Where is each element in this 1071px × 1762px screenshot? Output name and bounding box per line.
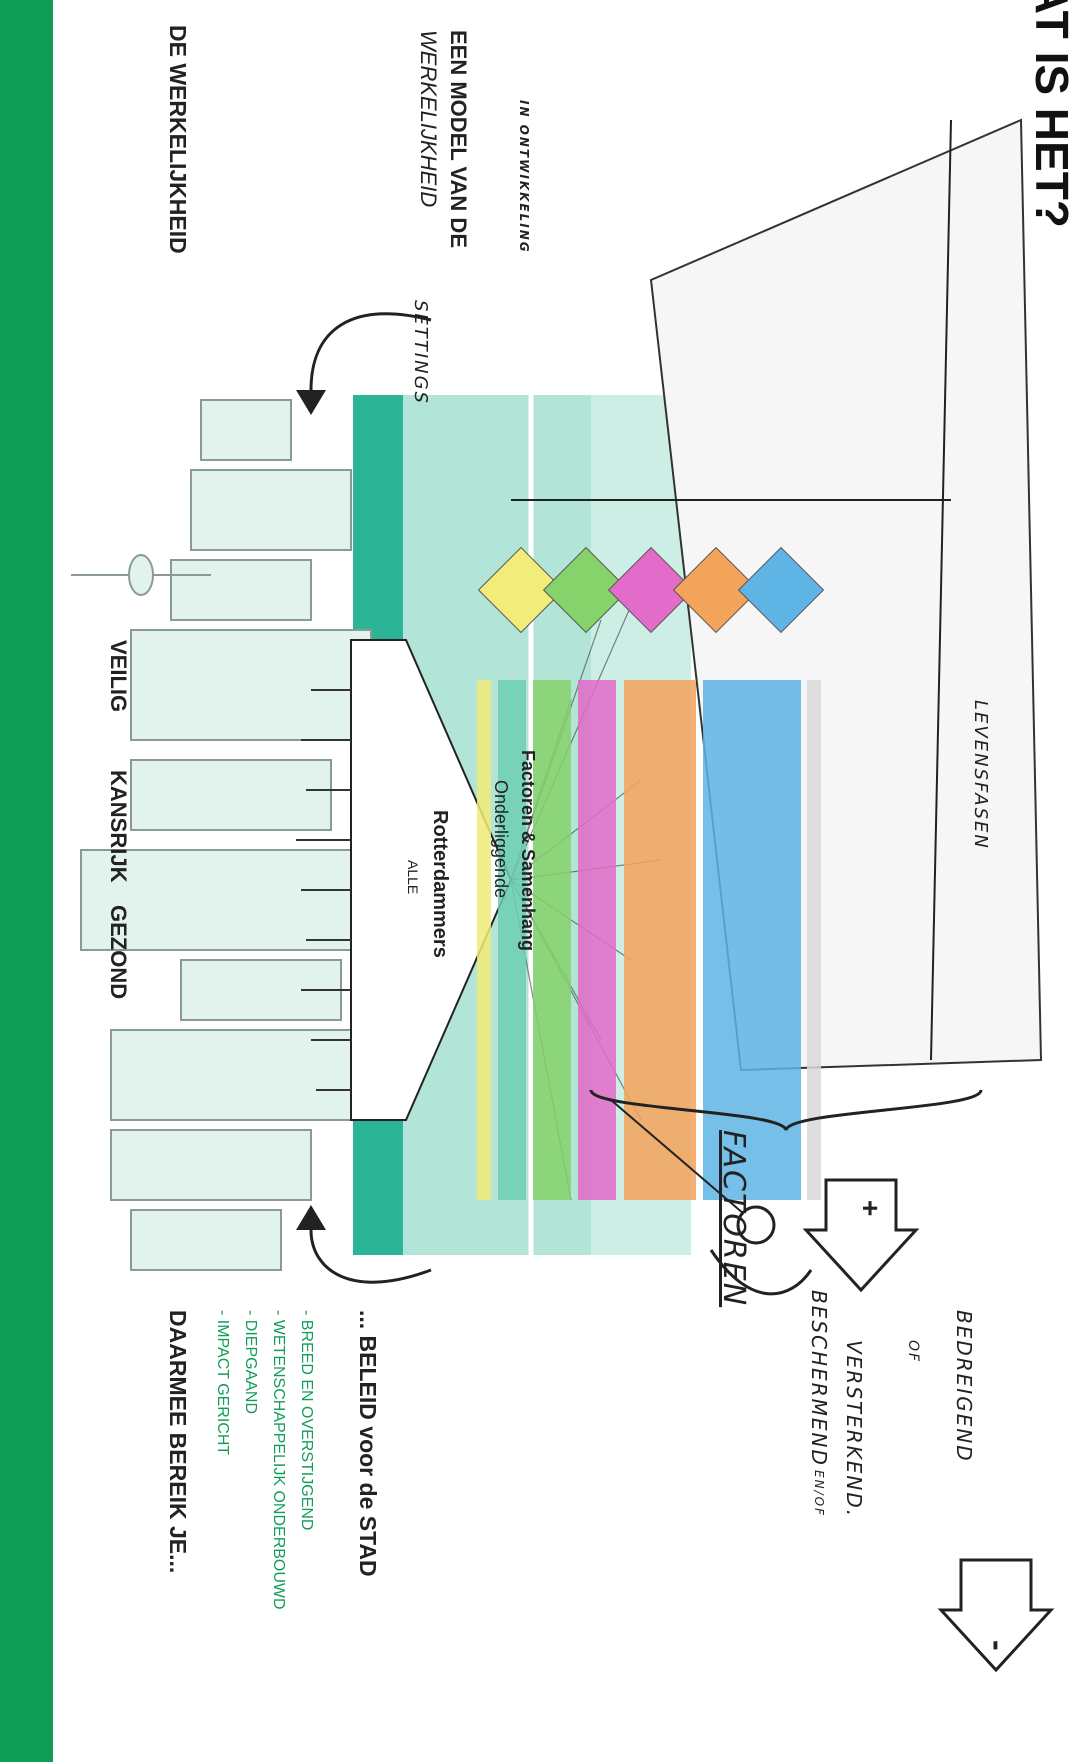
factor-reinforcing: VERSTERKEND.	[842, 1340, 866, 1519]
arrow-outcome-loop	[709, 1249, 813, 1296]
city-skyline	[71, 399, 382, 1271]
arrow-model-to-reality	[309, 312, 432, 391]
axis-life-label: LEVENSFASEN	[970, 700, 991, 850]
threatening-minus: -	[980, 1640, 1016, 1651]
axis-settings-label: SETTINGS	[410, 300, 431, 405]
outcome-item-1: - IMPACT GERICHT	[214, 1310, 231, 1456]
factor-pointer	[610, 1099, 752, 1221]
arrow-reality-to-outcome	[309, 1229, 432, 1284]
outcome-item-4: - BREED EN OVERSTIJGEND	[298, 1310, 315, 1531]
protective-plus: +	[855, 1200, 886, 1217]
life-stage-axis	[930, 119, 952, 1061]
factor-or: OF	[905, 1340, 921, 1364]
model-heading-line2: WERKELIJKHEID	[416, 30, 441, 208]
setting-tiles	[477, 546, 825, 634]
population-top: ALLE	[405, 860, 421, 895]
reality-heading: DE WERKELIJKHEID	[165, 25, 191, 254]
underlying-label: Factoren & Samenhang	[518, 750, 538, 952]
population-label: Rotterdammers	[429, 810, 451, 958]
factors-bracket	[589, 1089, 983, 1136]
factor-and-or: EN/OF	[812, 1470, 826, 1517]
outcomes-heading: DAARMEE BEREIK JE...	[165, 1310, 191, 1574]
outcome-item-3: - WETENSCHAPPELIJK ONDERBOUWD	[270, 1310, 287, 1610]
value-gezond: GEZOND	[106, 905, 131, 1000]
value-kansrijk: KANSRIJK	[106, 770, 131, 883]
model-status: IN ONTWIKKELING	[517, 100, 531, 254]
policy-label: ... BELEID voor de STAD	[355, 1310, 381, 1577]
outcome-item-2: - DIEPGAAND	[242, 1310, 259, 1415]
factor-protective: BESCHERMEND	[807, 1290, 831, 1467]
protective-arrow-icon	[802, 1178, 920, 1293]
factors-heading: FACTOREN	[716, 1130, 751, 1308]
model-heading: EEN MODEL VAN DE	[446, 30, 471, 248]
page-title: WAT IS HET?	[1026, 0, 1071, 228]
factor-columns	[477, 680, 821, 1200]
underlying-top: Onderliggende	[491, 780, 511, 899]
value-veilig: VEILIG	[106, 640, 131, 713]
factor-threatening: BEDREIGEND	[952, 1310, 976, 1463]
threatening-arrow-icon	[937, 1558, 1055, 1673]
crowd-figures	[296, 689, 351, 1091]
